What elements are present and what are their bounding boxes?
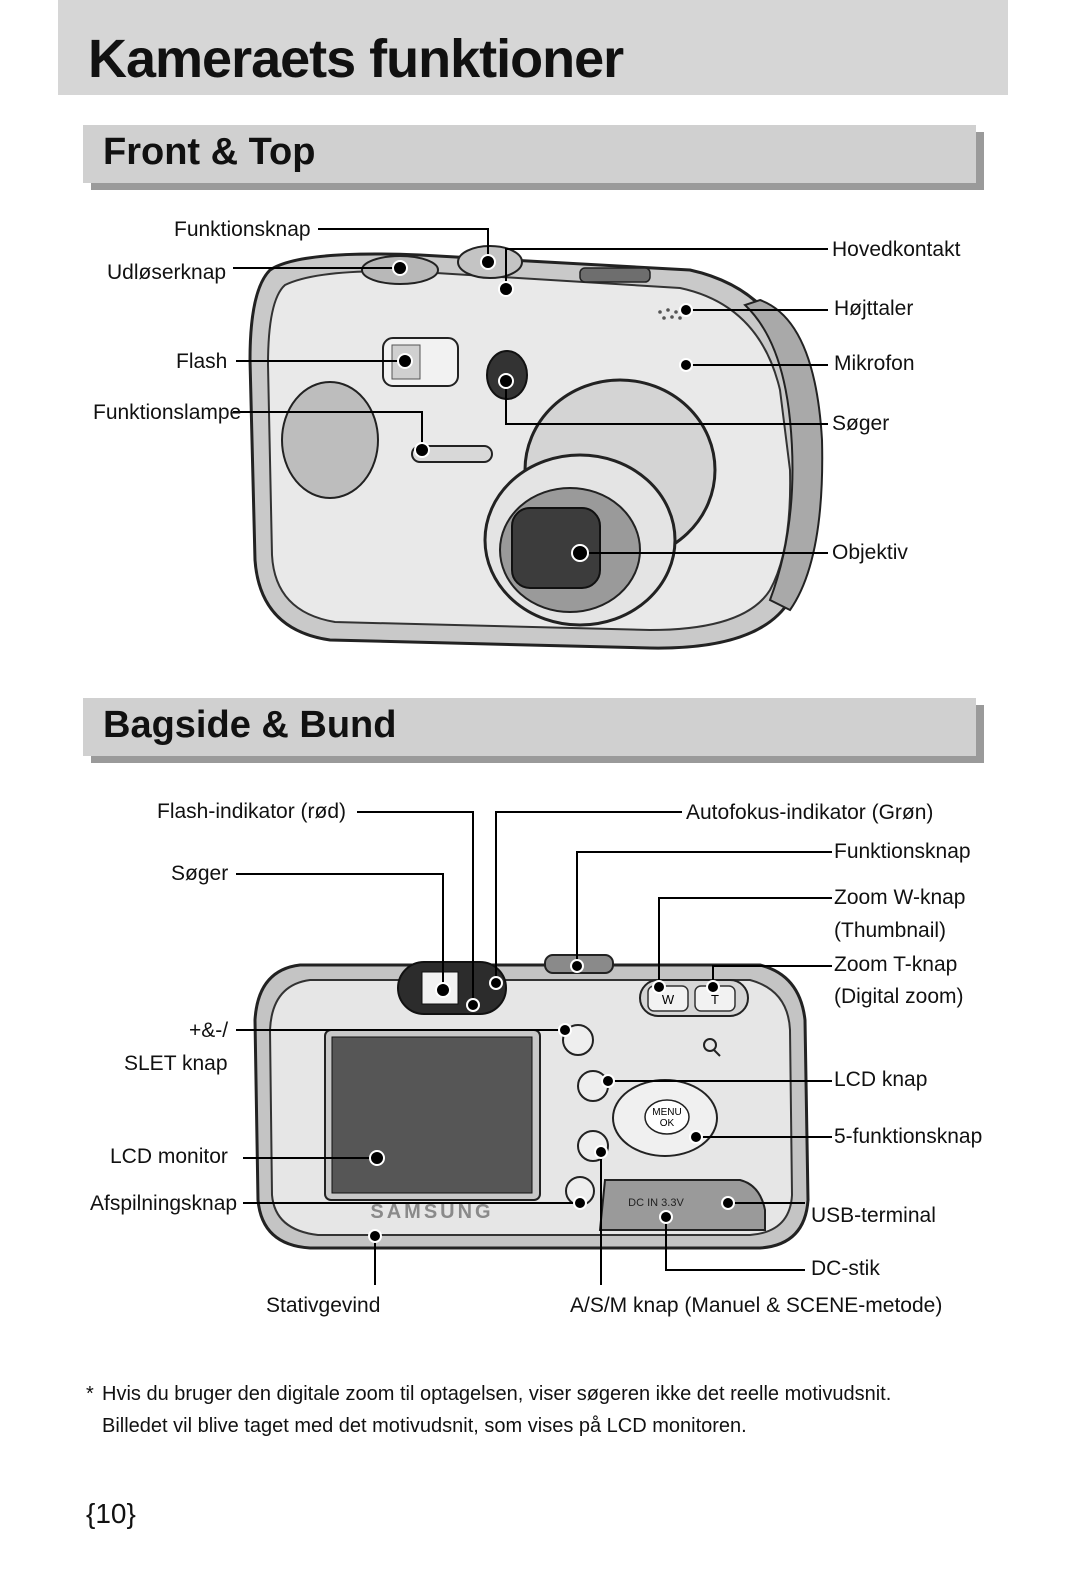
label-back-slet-knap: SLET knap (124, 1052, 228, 1075)
section-heading-back: Bagside & Bund (103, 704, 397, 746)
front-camera-illustration (233, 228, 828, 650)
label-back-stativgevind: Stativgevind (266, 1294, 381, 1317)
footnote-star: * (86, 1383, 94, 1405)
section-front-top: Front & Top (83, 125, 976, 183)
label-front-funktionslampe: Funktionslampe (93, 401, 242, 424)
label-back-autofokus-indikator: Autofokus-indikator (Grøn) (686, 801, 934, 824)
zoom-t-text: T (711, 992, 719, 1007)
title-bar: Kameraets funktioner (58, 0, 1008, 95)
section-heading-front: Front & Top (103, 131, 316, 173)
zoom-w-text: W (662, 992, 675, 1007)
label-back-usb-terminal: USB-terminal (811, 1204, 936, 1227)
label-back-plus-minus: +&-/ (189, 1019, 229, 1042)
back-camera-illustration: W T MENU OK DC IN 3.3V SAMSUNG (236, 811, 832, 1285)
label-front-mikrofon: Mikrofon (834, 352, 915, 375)
menu-text: MENU (652, 1107, 681, 1118)
label-back-digital-zoom: (Digital zoom) (834, 985, 964, 1008)
label-front-udloserknap: Udløserknap (107, 261, 227, 284)
label-front-funktionsknap: Funktionsknap (174, 218, 311, 241)
section-back-bottom: Bagside & Bund (83, 698, 976, 756)
footnote-line-1: Hvis du bruger den digitale zoom til opt… (102, 1383, 892, 1405)
label-back-asm-knap: A/S/M knap (Manuel & SCENE-metode) (570, 1294, 943, 1317)
label-back-flash-indikator: Flash-indikator (rød) (157, 800, 347, 823)
dc-in-text: DC IN 3.3V (628, 1197, 684, 1209)
page-number: {10} (86, 1498, 136, 1529)
label-front-soger: Søger (832, 412, 890, 435)
label-front-hovedkontakt: Hovedkontakt (832, 238, 961, 261)
footnote-line-2: Billedet vil blive taget med det motivud… (102, 1415, 747, 1437)
label-back-afspilningsknap: Afspilningsknap (90, 1192, 238, 1215)
label-back-lcd-monitor: LCD monitor (110, 1145, 228, 1168)
label-back-5-funktionsknap: 5-funktionsknap (834, 1125, 983, 1148)
ok-text: OK (660, 1118, 675, 1129)
label-back-soger: Søger (171, 862, 229, 885)
label-front-flash: Flash (176, 350, 228, 373)
label-back-thumbnail: (Thumbnail) (834, 919, 947, 942)
label-back-lcd-knap: LCD knap (834, 1068, 928, 1091)
label-back-funktionsknap: Funktionsknap (834, 840, 971, 863)
label-back-zoom-w: Zoom W-knap (834, 886, 966, 909)
brand-logo: SAMSUNG (370, 1201, 493, 1223)
page-title: Kameraets funktioner (88, 29, 624, 89)
label-back-dc-stik: DC-stik (811, 1257, 880, 1280)
label-back-zoom-t: Zoom T-knap (834, 953, 958, 976)
label-front-hojttaler: Højttaler (834, 297, 914, 320)
label-front-objektiv: Objektiv (832, 541, 908, 564)
